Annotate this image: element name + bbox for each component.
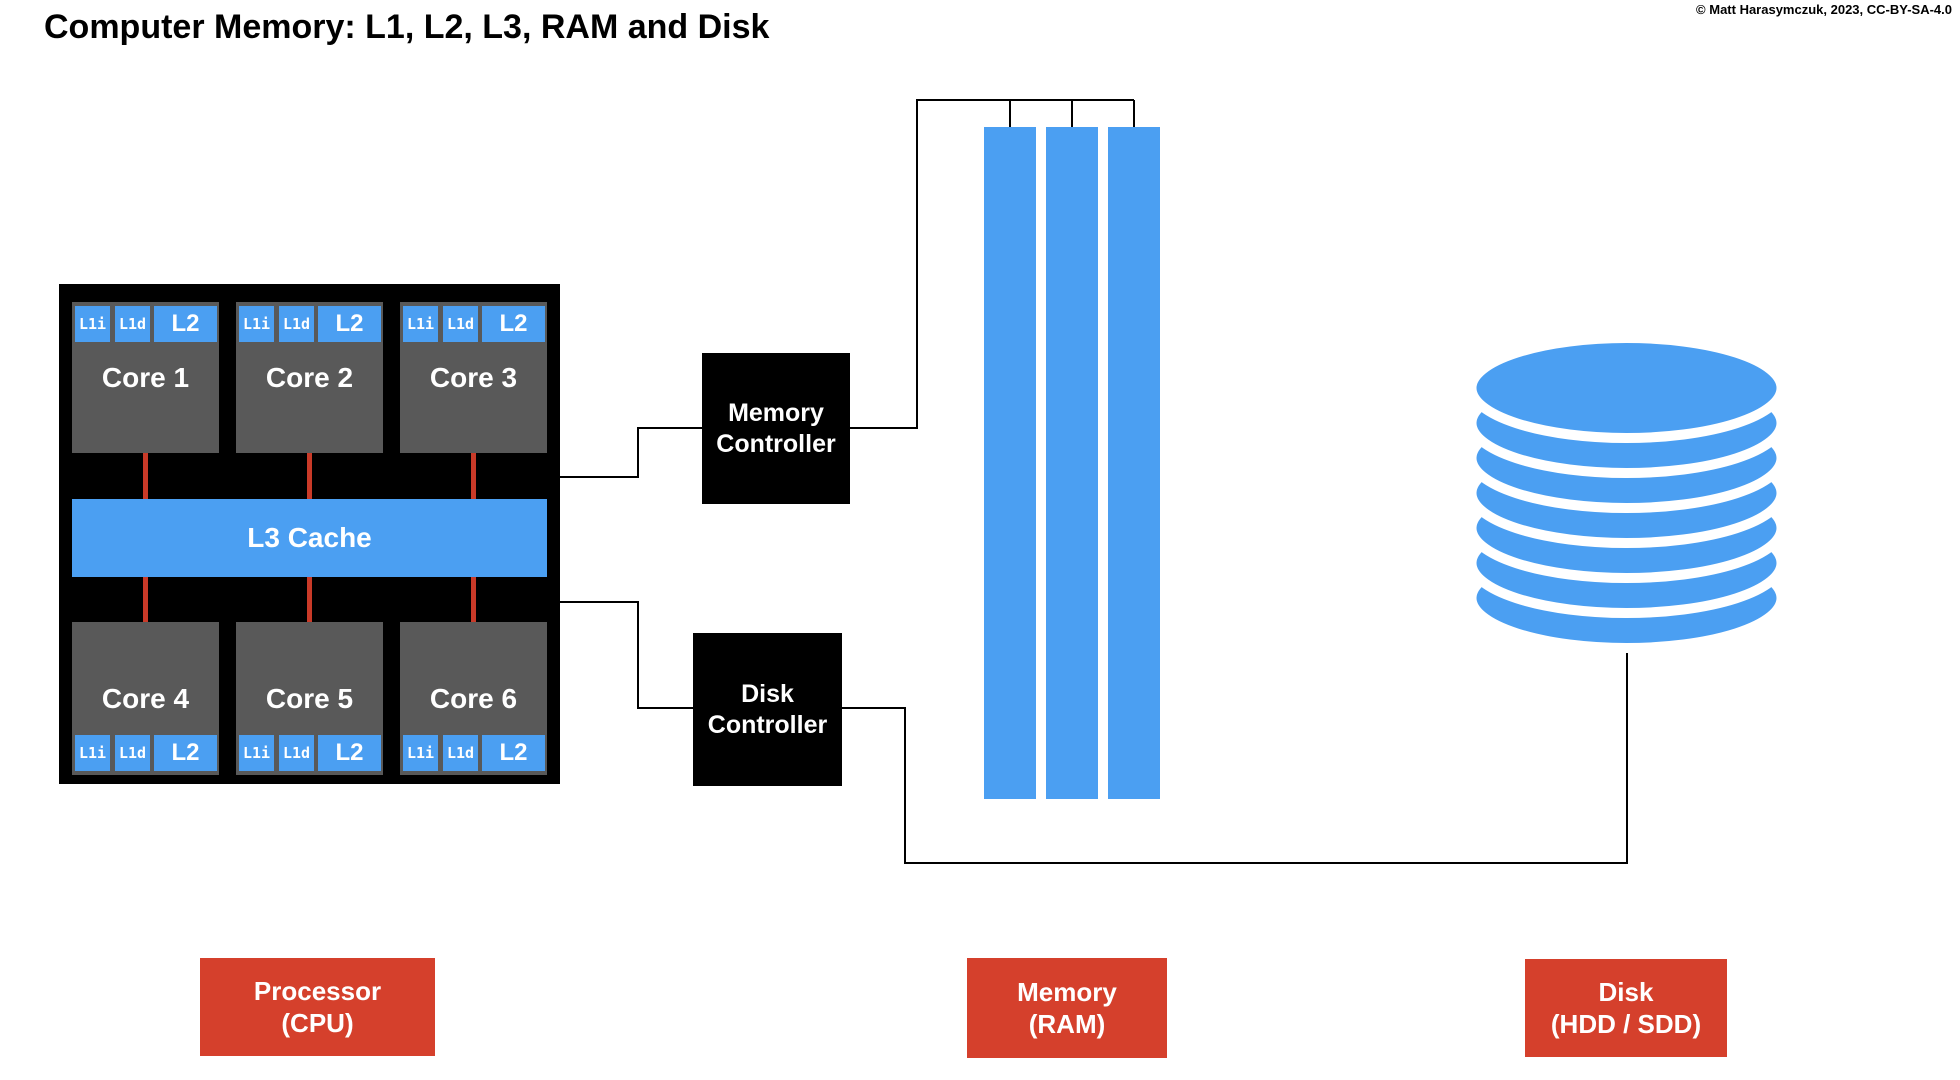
ram-stick-1 <box>984 127 1036 799</box>
core-4: L1i L1d L2 Core 4 <box>72 622 219 775</box>
core2-l3-link <box>307 453 312 499</box>
core-6: L1i L1d L2 Core 6 <box>400 622 547 775</box>
l1i-cache: L1i <box>75 306 110 342</box>
cache-label: L1d <box>282 744 311 762</box>
memory-controller-label-line2: Controller <box>716 429 836 458</box>
l1d-cache: L1d <box>115 306 150 342</box>
disk-icon <box>1466 333 1787 653</box>
memory-controller-label-line1: Memory <box>728 398 824 427</box>
l2-cache: L2 <box>482 306 545 342</box>
memory-label-line1: Memory <box>1017 977 1117 1007</box>
disk-controller-label-line2: Controller <box>707 710 828 739</box>
cache-label: L1d <box>118 315 147 333</box>
l1i-cache: L1i <box>239 306 274 342</box>
l3-cache: L3 Cache <box>72 499 547 577</box>
disk-label-line1: Disk <box>1598 977 1654 1007</box>
disk-controller-label-line1: Disk <box>741 679 794 708</box>
core-3: L1i L1d L2 Core 3 <box>400 302 547 453</box>
l1d-cache: L1d <box>443 735 478 771</box>
copyright-notice: © Matt Harasymczuk, 2023, CC-BY-SA-4.0 <box>1696 2 1952 17</box>
l1d-cache: L1d <box>115 735 150 771</box>
core3-l3-link <box>471 453 476 499</box>
l1i-cache: L1i <box>403 735 438 771</box>
processor-label: Processor (CPU) <box>200 958 435 1056</box>
l1i-cache: L1i <box>75 735 110 771</box>
core-label: Core 5 <box>265 682 354 714</box>
ram-stick-3 <box>1108 127 1160 799</box>
disk-controller-to-disk-wire <box>842 610 1628 864</box>
core-label: Core 1 <box>101 361 190 393</box>
cpu-to-memory-controller-wire <box>559 427 702 478</box>
cache-label: L1i <box>78 744 107 762</box>
cache-label: L1d <box>118 744 147 762</box>
processor-label-line2: (CPU) <box>281 1008 354 1038</box>
l1d-cache: L1d <box>443 306 478 342</box>
l3-cache-label: L3 Cache <box>247 522 372 553</box>
disk-platter-top <box>1466 333 1787 443</box>
memory-controller: Memory Controller <box>702 353 850 504</box>
l1d-cache: L1d <box>279 735 314 771</box>
cache-label: L2 <box>171 310 200 337</box>
core-label: Core 4 <box>101 682 190 714</box>
cache-label: L1i <box>242 315 271 333</box>
l2-cache: L2 <box>318 306 381 342</box>
core-label: Core 2 <box>265 361 354 393</box>
memory-label-line2: (RAM) <box>1028 1009 1106 1039</box>
l1i-cache: L1i <box>239 735 274 771</box>
ram-stick-2 <box>1046 127 1098 799</box>
cache-label: L1d <box>446 744 475 762</box>
memory-controller-to-ram-wire <box>850 99 1134 429</box>
core-label: Core 3 <box>429 361 518 393</box>
l3-core6-link <box>471 577 476 622</box>
memory-label: Memory (RAM) <box>967 958 1167 1058</box>
l3-core4-link <box>143 577 148 622</box>
cache-label: L1d <box>446 315 475 333</box>
l2-cache: L2 <box>482 735 545 771</box>
core-label: Core 6 <box>429 682 518 714</box>
cpu-block: L1i L1d L2 Core 1 L1i L1d L2 Core 2 L1i … <box>59 284 560 784</box>
core1-l3-link <box>143 453 148 499</box>
cache-label: L1i <box>242 744 271 762</box>
cache-label: L2 <box>335 739 364 766</box>
cache-label: L1i <box>406 744 435 762</box>
disk-label: Disk (HDD / SDD) <box>1525 959 1727 1057</box>
cache-label: L2 <box>499 739 528 766</box>
disk-label-line2: (HDD / SDD) <box>1550 1009 1702 1039</box>
core-1: L1i L1d L2 Core 1 <box>72 302 219 453</box>
cache-label: L2 <box>335 310 364 337</box>
page-title: Computer Memory: L1, L2, L3, RAM and Dis… <box>44 8 770 46</box>
l3-core5-link <box>307 577 312 622</box>
l1i-cache: L1i <box>403 306 438 342</box>
cache-label: L2 <box>499 310 528 337</box>
cache-label: L1d <box>282 315 311 333</box>
core-5: L1i L1d L2 Core 5 <box>236 622 383 775</box>
core-2: L1i L1d L2 Core 2 <box>236 302 383 453</box>
cache-label: L1i <box>406 315 435 333</box>
cpu-to-disk-controller-wire <box>559 601 693 709</box>
l2-cache: L2 <box>154 306 217 342</box>
l1d-cache: L1d <box>279 306 314 342</box>
cache-label: L2 <box>171 739 200 766</box>
disk-controller: Disk Controller <box>693 633 842 786</box>
l2-cache: L2 <box>154 735 217 771</box>
l2-cache: L2 <box>318 735 381 771</box>
processor-label-line1: Processor <box>253 976 382 1006</box>
cache-label: L1i <box>78 315 107 333</box>
